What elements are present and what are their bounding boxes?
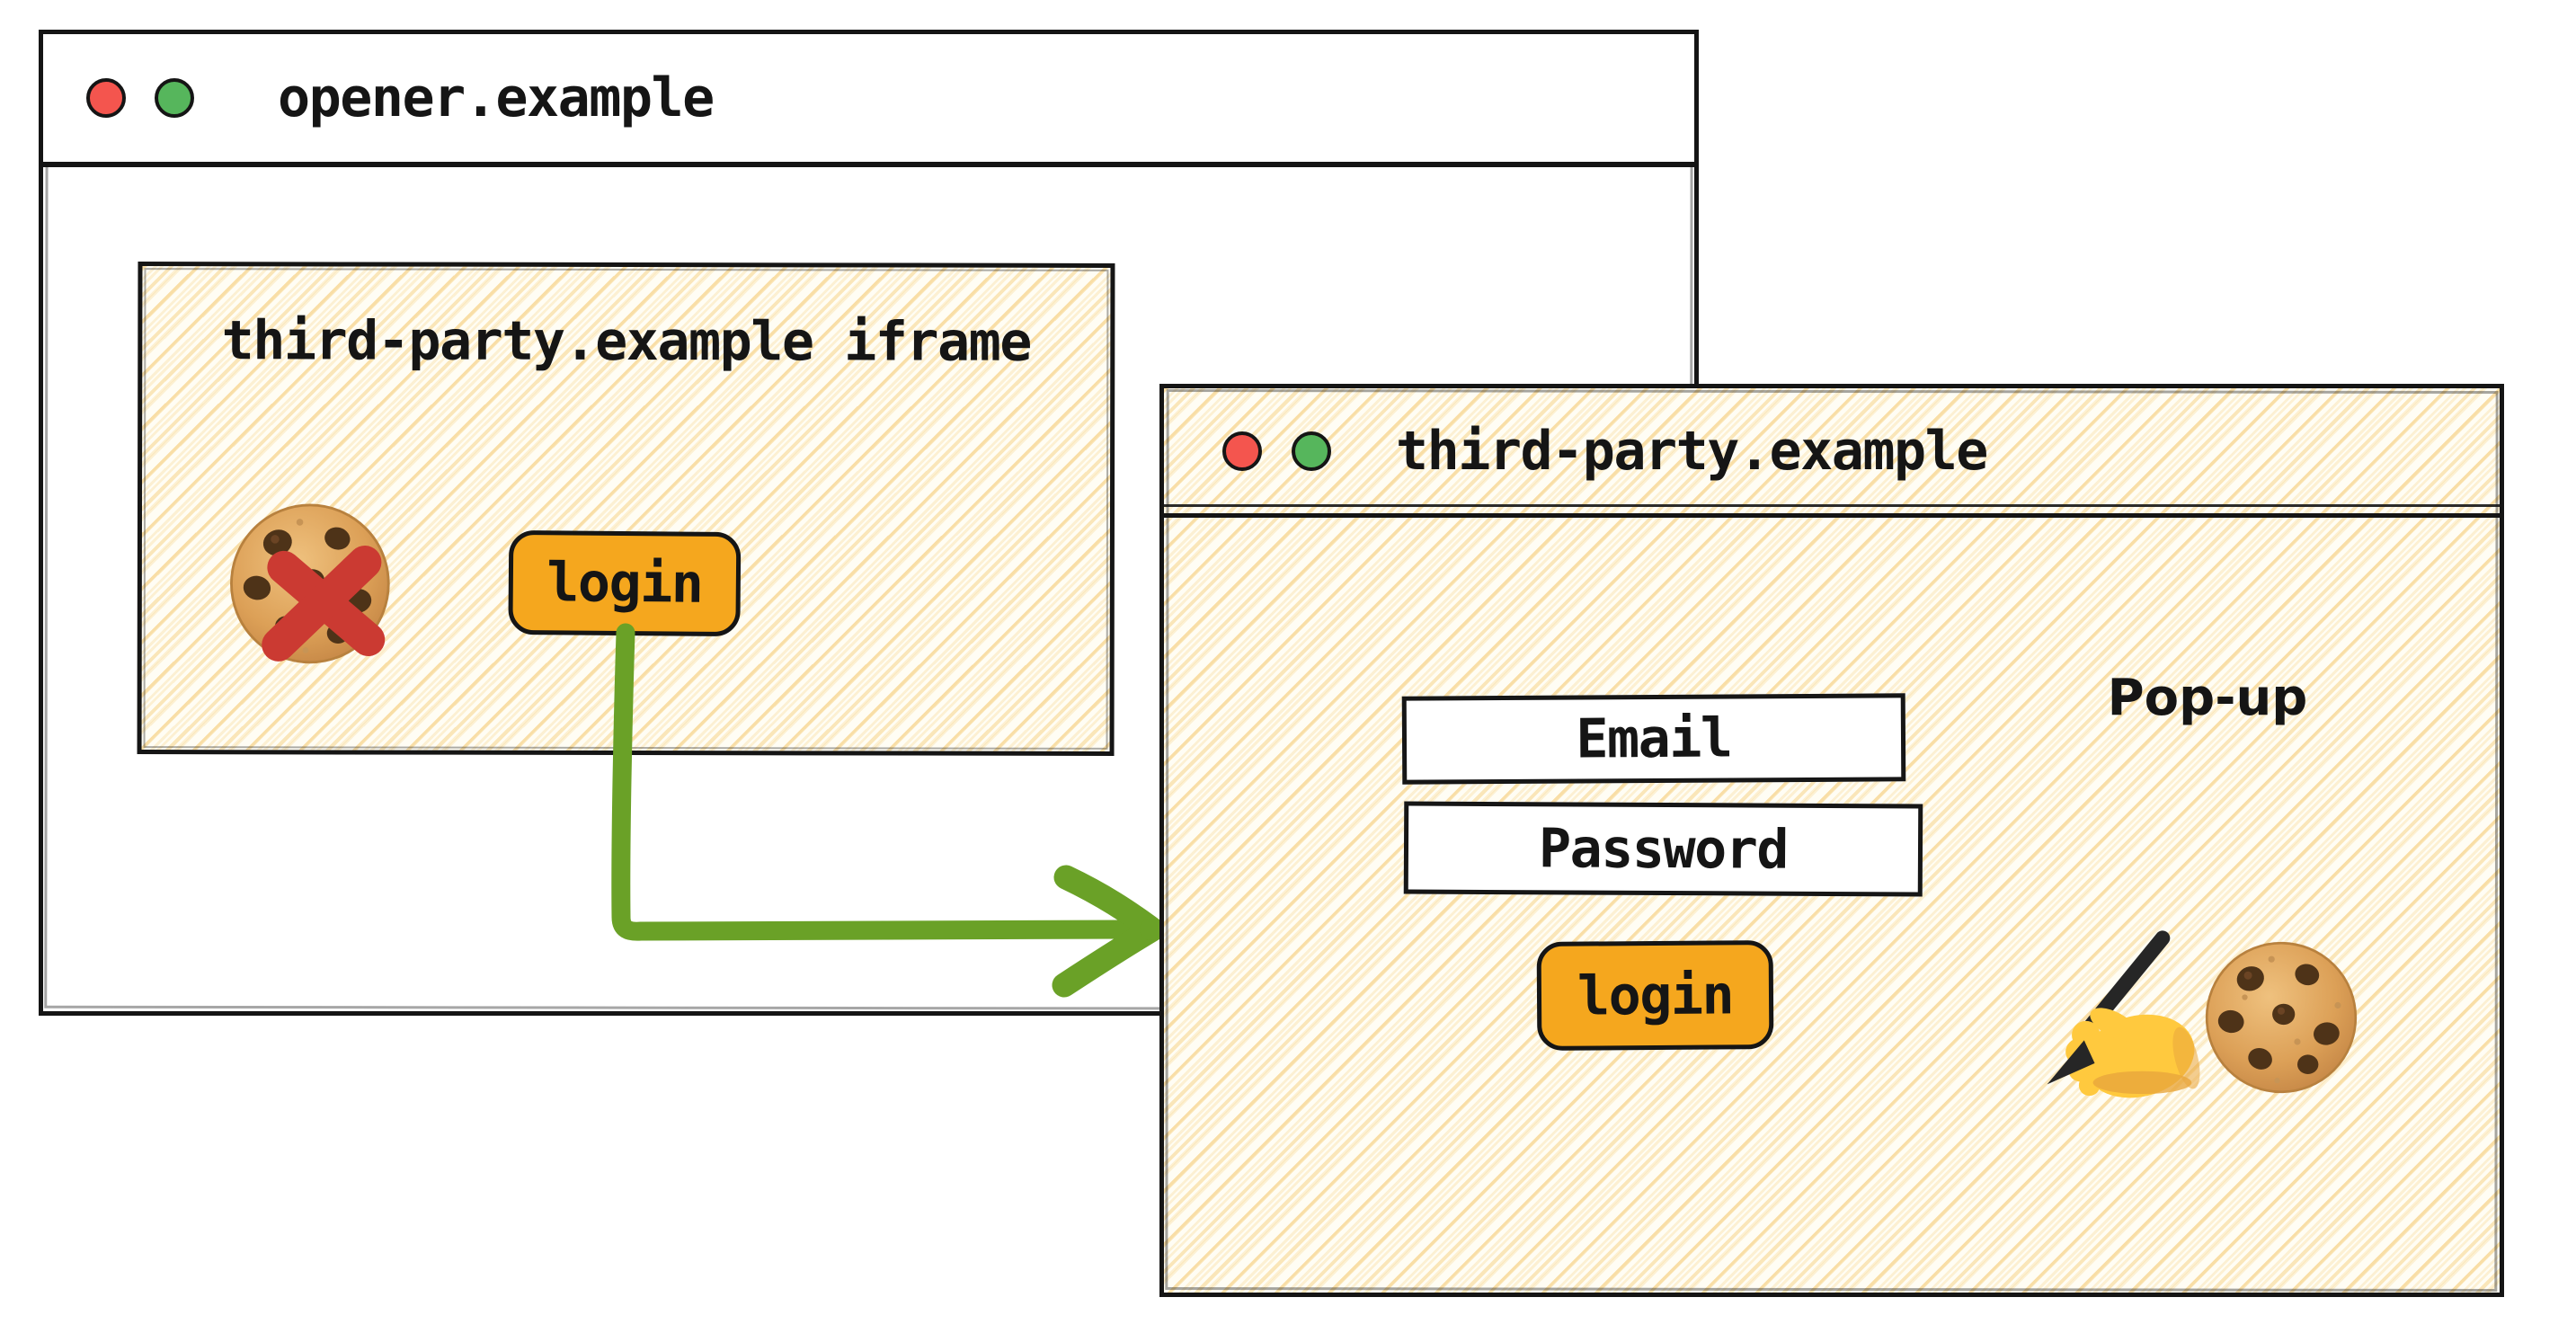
popup-login-button[interactable]: login (1536, 940, 1774, 1051)
iframe-login-button[interactable]: login (508, 529, 742, 637)
close-button[interactable] (86, 78, 126, 118)
email-field[interactable]: Email (1401, 693, 1906, 785)
cookie-icon (229, 503, 390, 664)
zoom-button[interactable] (1292, 431, 1331, 471)
popup-window: third-party.example Pop-up Email Passwor… (1159, 384, 2504, 1297)
zoom-button[interactable] (155, 78, 194, 118)
iframe-label: third-party.example iframe (221, 309, 1031, 374)
popup-window-title: third-party.example (1396, 419, 1988, 483)
popup-titlebar: third-party.example (1164, 388, 2500, 518)
cookie-icon (2205, 941, 2358, 1094)
password-field[interactable]: Password (1403, 801, 1923, 897)
opener-titlebar: opener.example (43, 34, 1694, 167)
blocked-cross-icon (262, 545, 386, 662)
close-button[interactable] (1222, 431, 1262, 471)
third-party-iframe: third-party.example iframe login (137, 262, 1115, 756)
opener-window-title: opener.example (278, 67, 715, 129)
popup-caption: Pop-up (2107, 669, 2308, 727)
writing-hand-icon (2047, 930, 2200, 1098)
